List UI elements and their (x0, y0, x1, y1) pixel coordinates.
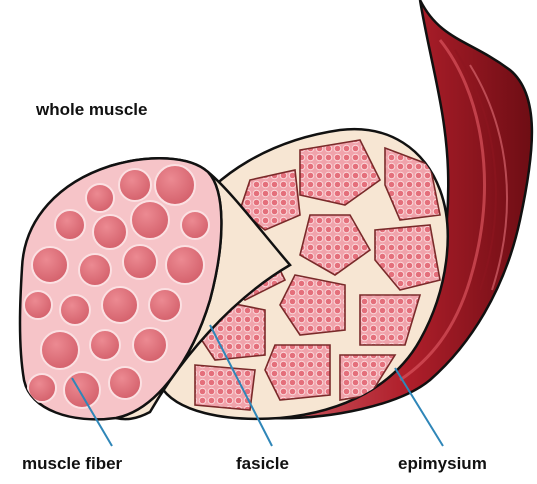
fiber-cell (166, 246, 204, 284)
fiber-cell (119, 169, 151, 201)
fiber-cell (32, 247, 68, 283)
fascicle-cell (195, 365, 255, 410)
fiber-cell (123, 245, 157, 279)
fiber-cell (90, 330, 120, 360)
fasicle-label: fasicle (236, 454, 289, 474)
fiber-cell (79, 254, 111, 286)
fiber-cell (109, 367, 141, 399)
fiber-cell (93, 215, 127, 249)
fiber-cell (155, 165, 195, 205)
fiber-cell (131, 201, 169, 239)
fiber-cell (102, 287, 138, 323)
fiber-cell (41, 331, 79, 369)
fiber-cell (181, 211, 209, 239)
epimysium-label: epimysium (398, 454, 487, 474)
muscle-fiber-label: muscle fiber (22, 454, 122, 474)
fiber-cell (149, 289, 181, 321)
fiber-cell (86, 184, 114, 212)
fiber-cell (55, 210, 85, 240)
fiber-cell (133, 328, 167, 362)
fiber-cell (64, 372, 100, 408)
whole-muscle-label: whole muscle (36, 100, 147, 120)
fiber-cell (60, 295, 90, 325)
fiber-cell (24, 291, 52, 319)
